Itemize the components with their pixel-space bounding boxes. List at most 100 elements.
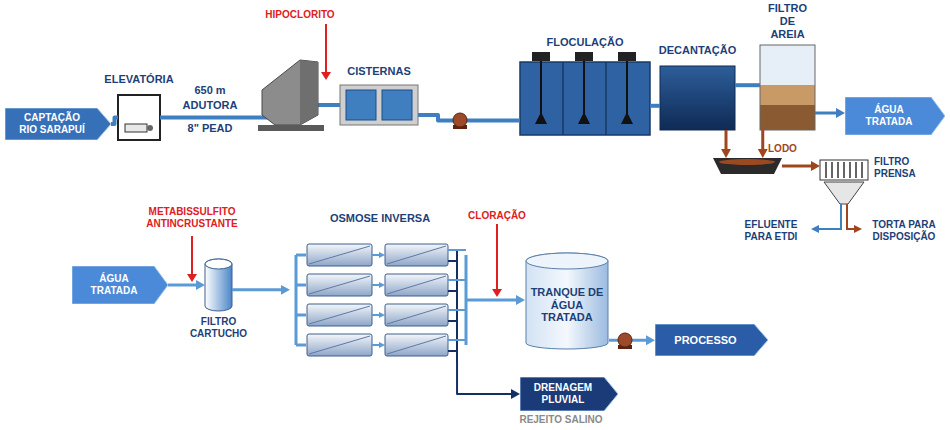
connector — [470, 295, 525, 305]
membrane-module — [309, 336, 370, 354]
connector — [735, 85, 760, 86]
permeate-pipe — [448, 279, 466, 281]
dosing-arrow — [187, 224, 502, 297]
drain-arrow — [520, 377, 618, 411]
node-label: TRANQUE DE ÁGUA TRATADA — [530, 286, 604, 325]
flocculation-tank — [575, 52, 593, 61]
cartridge-filter — [205, 259, 232, 311]
flocculation-tank — [541, 61, 627, 118]
pump-symbol — [453, 113, 467, 127]
grit-hopper — [262, 60, 318, 125]
feed-pipe — [296, 314, 306, 317]
grit-hopper — [258, 60, 324, 131]
filter-press — [847, 204, 855, 229]
node-label: CISTERNAS — [334, 65, 424, 78]
stage-pipe — [372, 314, 380, 316]
process-arrow — [655, 324, 768, 356]
sludge-tray — [713, 158, 782, 174]
stage-pipe — [372, 254, 380, 256]
sludge-tray — [713, 158, 782, 174]
dosing-arrow — [187, 274, 197, 282]
pumping-station — [125, 124, 147, 132]
cistern-tanks — [382, 90, 412, 120]
dosing-arrow — [321, 72, 331, 80]
flocculation-tank — [621, 112, 633, 124]
output-arrow: ÁGUA TRATADA — [845, 97, 945, 135]
flocculation-tank — [535, 112, 547, 124]
sludge-tray: LODO — [713, 158, 782, 174]
stage-pipe — [379, 312, 385, 318]
dosing-arrow — [321, 24, 331, 80]
reject-pipe — [448, 290, 457, 292]
membrane-module — [309, 246, 370, 264]
source-arrow — [5, 108, 111, 140]
flocculation-tank — [520, 52, 650, 135]
arrowhead — [811, 161, 820, 171]
dosing-arrow — [325, 24, 327, 73]
membrane-module — [307, 304, 372, 326]
node-label: ÁGUA TRATADA — [859, 104, 919, 128]
permeate-pipe — [448, 339, 466, 341]
connector — [418, 115, 520, 120]
feed-pipe — [296, 344, 306, 347]
arrowhead — [516, 295, 525, 305]
arrowhead — [721, 149, 731, 158]
permeate-pipe — [448, 309, 466, 311]
cistern-tanks — [340, 85, 418, 125]
connector-line — [735, 83, 760, 87]
cistern-tanks — [346, 90, 376, 120]
cartridge-filter: FILTRO CARTUCHO — [205, 258, 232, 312]
connector-line — [418, 115, 520, 120]
node-label: CAPTAÇÃO RIO SARAPUÍ — [17, 112, 87, 136]
stage-pipe — [372, 284, 380, 286]
connector — [650, 105, 660, 106]
cistern-box: CISTERNAS — [340, 85, 418, 125]
filter-press — [820, 160, 868, 180]
reject-manifold — [456, 250, 458, 362]
flocculation-tank — [532, 52, 550, 61]
flocculation-tank — [520, 62, 650, 135]
settling-tank — [660, 66, 735, 130]
chemical-label: HIPOCLORITO — [258, 9, 342, 21]
cartridge-filter — [205, 259, 232, 269]
arrowhead — [196, 280, 205, 290]
filter-press: FILTRO PRENSA — [820, 160, 868, 180]
connector-line — [457, 362, 513, 394]
permeate-pipe — [448, 249, 466, 251]
pumping-station — [118, 95, 160, 140]
membrane-module — [296, 244, 470, 362]
input-arrow — [72, 266, 168, 304]
membrane-module — [385, 244, 448, 266]
node-label: PROCESSO — [674, 334, 736, 347]
length-label: 650 m — [180, 84, 240, 97]
outlet-label: TORTA PARA DISPOSIÇÃO — [864, 219, 944, 243]
pumping-station: ELEVATÓRIA — [118, 95, 160, 140]
node-label: OSMOSE INVERSA — [290, 212, 470, 225]
sand-filter — [760, 45, 815, 85]
connector — [232, 285, 290, 295]
sand-filter — [760, 45, 815, 130]
connector-line — [470, 299, 518, 302]
arrowhead — [511, 389, 520, 399]
storage-tank: TRANQUE DE ÁGUA TRATADA — [525, 252, 609, 350]
output-arrow — [845, 97, 945, 135]
flocculation-tank — [578, 112, 590, 124]
connector-line — [111, 118, 118, 125]
permeate-manifold — [466, 255, 470, 345]
pipe-label: 8" PEAD — [172, 122, 248, 135]
connector — [111, 118, 118, 125]
reject-pipe — [448, 320, 457, 322]
node-label: DECANTAÇÃO — [650, 44, 745, 57]
storage-tank — [526, 253, 608, 349]
chemical-label: CLORAÇÃO — [464, 210, 530, 222]
filter-press — [854, 225, 862, 233]
connector — [782, 161, 820, 171]
connector — [457, 362, 520, 399]
pump-symbol — [453, 113, 632, 349]
node-label: FILTRO CARTUCHO — [181, 316, 256, 340]
pumping-station — [147, 125, 153, 131]
stage-pipe — [372, 344, 380, 346]
node-label: LODO — [768, 143, 802, 155]
filter-press — [811, 225, 819, 233]
node-label: FLOCULAÇÃO — [520, 36, 650, 49]
